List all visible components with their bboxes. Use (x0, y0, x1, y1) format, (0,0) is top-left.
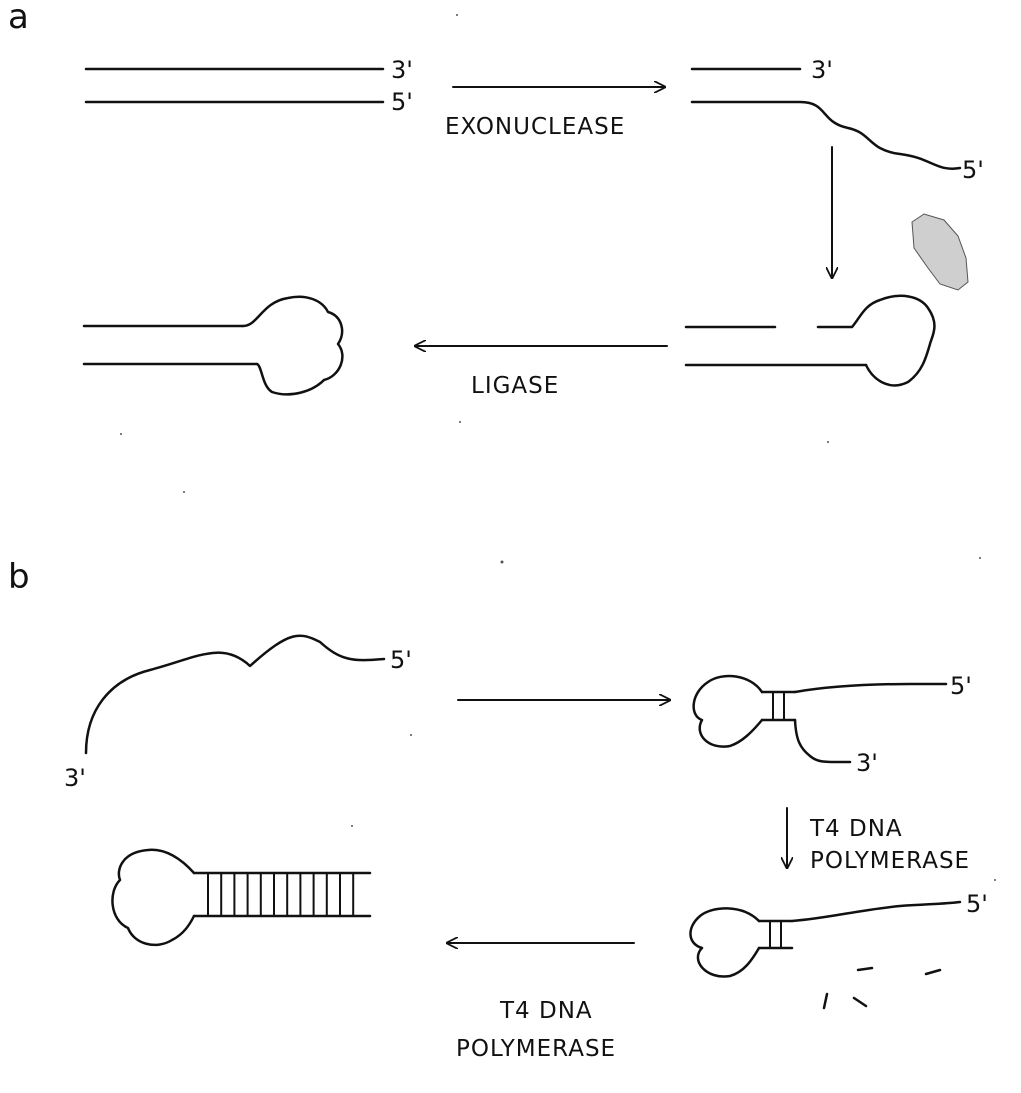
sealed-loop (243, 297, 342, 395)
single-strand-dna (86, 636, 384, 753)
exonuclease-label: EXONUCLEASE (445, 114, 625, 140)
hairpin-loop-b3 (112, 850, 194, 945)
t4-left-label-line2: POLYMERASE (456, 1036, 616, 1062)
trimmed-5prime-label: 5' (966, 890, 988, 918)
duplex-top-end-label: 3' (391, 56, 413, 84)
smudge-mark (912, 214, 968, 290)
ligase-label: LIGASE (471, 373, 559, 399)
single-strand-3prime-label: 3' (64, 764, 86, 792)
hairpin-5prime-tail-b1 (795, 684, 946, 692)
resected-3prime-label: 3' (811, 56, 833, 84)
duplex-dna (86, 69, 383, 102)
t4-left-label-line1: T4 DNA (499, 998, 593, 1024)
hairpin-5prime-label-b1: 5' (950, 672, 972, 700)
hairpin-5prime-tail-b2 (792, 902, 960, 921)
extended-hairpin (112, 850, 370, 945)
single-strand-5prime-tail (692, 102, 960, 169)
panel-b-label: b (8, 557, 30, 597)
t4-down-label-line2: POLYMERASE (810, 848, 970, 874)
duplex-bottom-end-label: 5' (391, 88, 413, 116)
hairpin-loop-b1 (694, 676, 762, 747)
single-strand-5prime-label: 5' (390, 646, 412, 674)
released-nucleotides (824, 968, 940, 1008)
panel-a-label: a (8, 0, 29, 37)
base-pair-rungs (208, 873, 353, 916)
hairpin-loop-b2 (690, 908, 759, 976)
t4-down-label-line1: T4 DNA (809, 816, 903, 842)
sealed-hairpin (84, 297, 342, 395)
resected-5prime-label: 5' (962, 156, 984, 184)
nicked-hairpin (686, 296, 934, 386)
trimmed-hairpin (690, 902, 960, 1008)
nicked-loop (818, 296, 934, 386)
hairpin-3prime-label-b1: 3' (856, 749, 878, 777)
self-primed-hairpin (694, 676, 946, 762)
hairpin-3prime-tail-b1 (795, 720, 850, 762)
